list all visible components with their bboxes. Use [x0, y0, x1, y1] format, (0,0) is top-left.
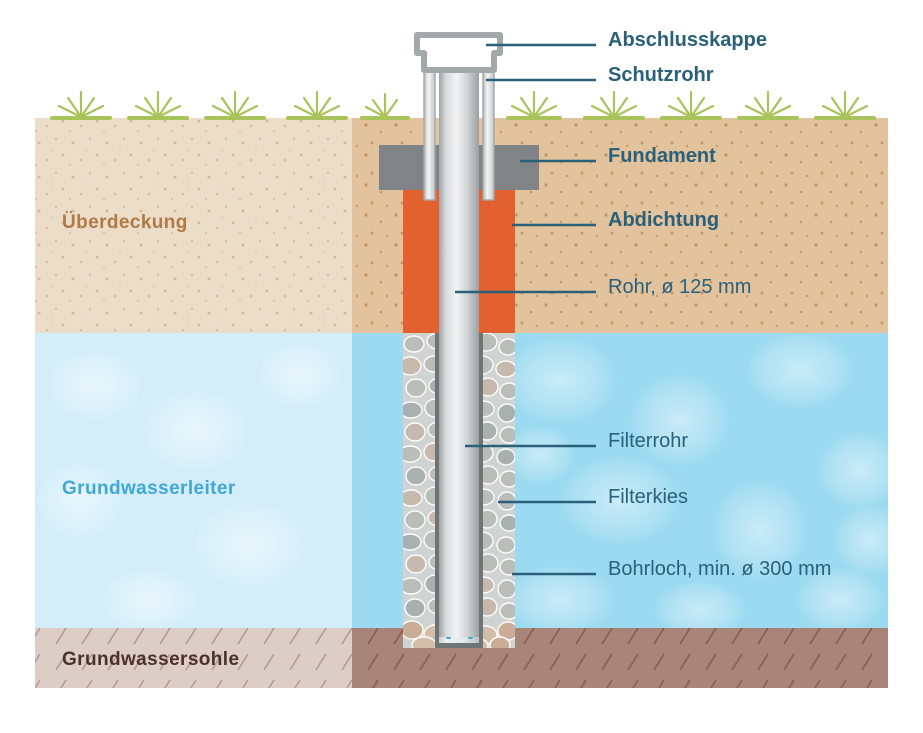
callout-label-bohrloch: Bohrloch, min. ø 300 mm [608, 558, 831, 580]
callout-label-schutzrohr: Schutzrohr [608, 64, 714, 86]
callout-label-filterkies: Filterkies [608, 486, 688, 508]
riser-pipe-rohr [439, 52, 479, 637]
callout-label-rohr: Rohr, ø 125 mm [608, 276, 751, 298]
layer-label-ueberdeckung: Überdeckung [62, 212, 188, 233]
callout-label-abschlusskappe: Abschlusskappe [608, 29, 767, 51]
foundation-fundament [379, 145, 539, 190]
callout-leader-lines [455, 43, 596, 576]
layer-name-group: Überdeckung Grundwasserleiter Grundwasse… [62, 212, 239, 670]
callout-label-group: Abschlusskappe Schutzrohr Fundament Abdi… [608, 29, 831, 580]
callout-label-filterrohr: Filterrohr [608, 430, 688, 452]
aquifer-layer-grundwasserleiter [35, 333, 888, 628]
callout-label-fundament: Fundament [608, 145, 716, 167]
layer-label-grundwasserleiter: Grundwasserleiter [62, 478, 236, 499]
grass-row [50, 90, 876, 120]
callout-label-abdichtung: Abdichtung [608, 209, 719, 231]
layer-label-grundwassersohle: Grundwassersohle [62, 649, 239, 670]
well-cap-abschlusskappe [414, 32, 503, 73]
